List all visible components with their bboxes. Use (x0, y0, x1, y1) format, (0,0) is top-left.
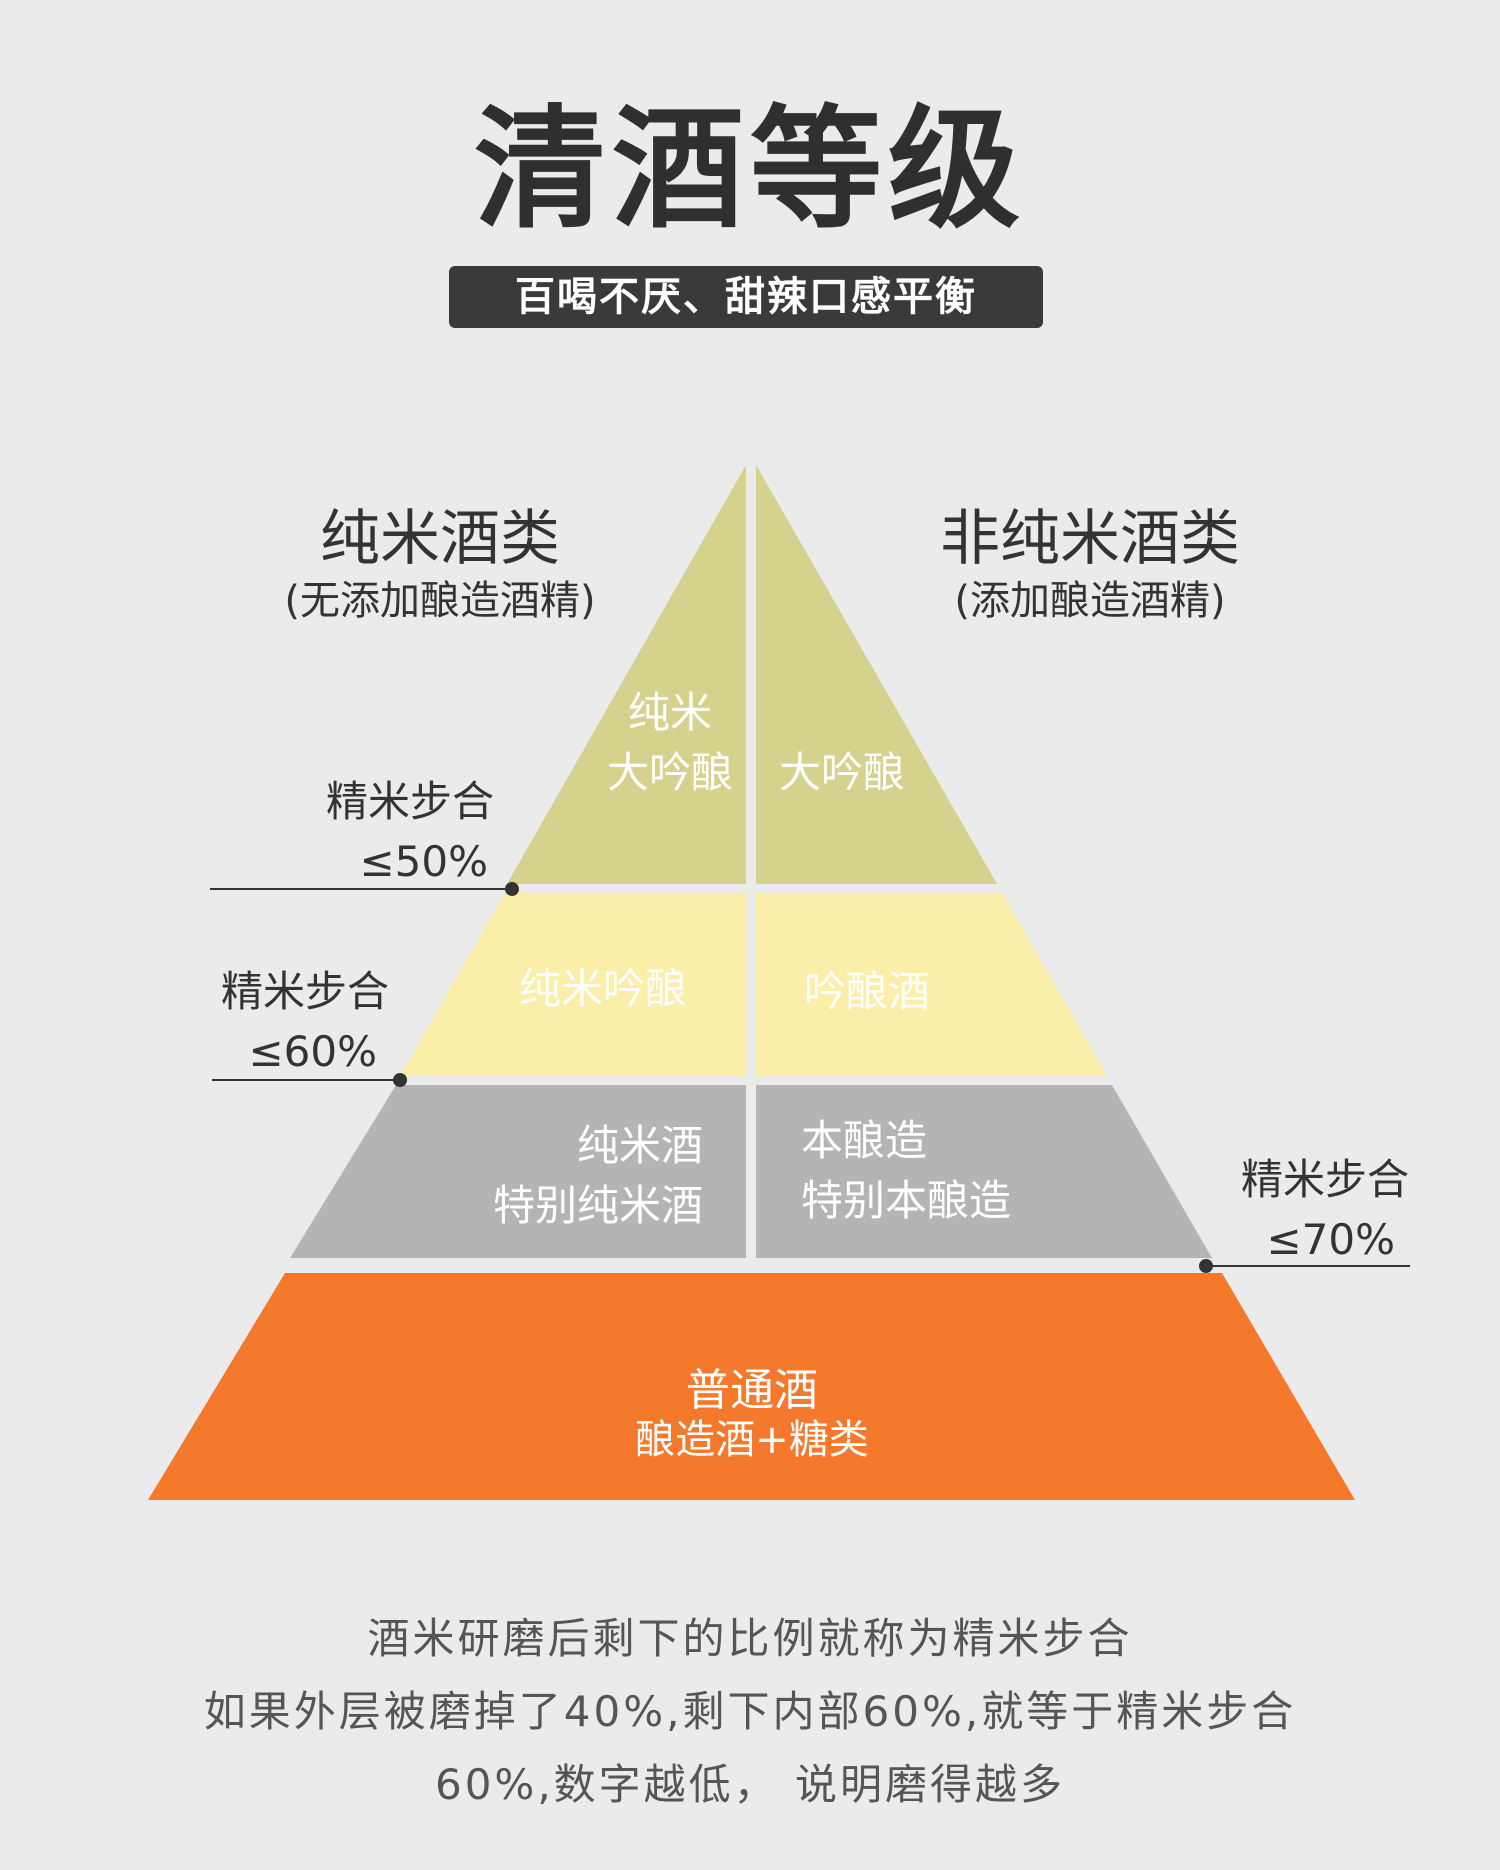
threshold-dot-50 (505, 882, 519, 896)
tier-base (148, 1273, 1355, 1500)
tier-second-left (400, 893, 746, 1076)
non-junmai-category-name: 非纯米酒类 (940, 504, 1240, 574)
threshold-60: 精米步合 ≤60% (205, 962, 405, 1082)
page-title: 清酒等级 (474, 92, 1026, 247)
tier-second-right (756, 893, 1107, 1076)
tier-base-line1: 普通酒 (686, 1365, 818, 1416)
tier-second-left-label: 纯米吟酿 (519, 964, 687, 1013)
junmai-category: 纯米酒类 (无添加酿造酒精) (230, 503, 650, 627)
junmai-category-name: 纯米酒类 (320, 504, 560, 574)
threshold-50-value: ≤50% (359, 837, 488, 886)
tier-third-left (290, 1085, 746, 1258)
subtitle-badge: 百喝不厌、甜辣口感平衡 (449, 266, 1043, 328)
tier-top-right-label: 大吟酿 (779, 748, 905, 797)
tier-top-left (507, 465, 746, 884)
tier-third-right (756, 1085, 1212, 1258)
non-junmai-category: 非纯米酒类 (添加酿造酒精) (880, 503, 1300, 627)
tier-top-left-line1: 纯米 (628, 688, 712, 737)
tier-top-right (756, 465, 997, 884)
tier-third-right-line2: 特别本酿造 (801, 1176, 1011, 1225)
tier-base-line2: 酿造酒+糖类 (635, 1417, 869, 1463)
footer-line-2: 如果外层被磨掉了40%,剩下内部60%,就等于精米步合 (203, 1687, 1297, 1736)
threshold-50: 精米步合 ≤50% (310, 772, 510, 892)
threshold-dot-60 (393, 1073, 407, 1087)
threshold-70: 精米步合 ≤70% (1225, 1150, 1425, 1270)
tier-top-left-line2: 大吟酿 (607, 748, 733, 797)
threshold-dot-70 (1199, 1259, 1213, 1273)
tier-third-right-line1: 本酿造 (801, 1116, 927, 1165)
tier-third-left-line2: 特别纯米酒 (493, 1181, 703, 1230)
threshold-70-value: ≤70% (1266, 1215, 1395, 1264)
footer-line-1: 酒米研磨后剩下的比例就称为精米步合 (367, 1614, 1133, 1663)
non-junmai-category-note: (添加酿造酒精) (954, 578, 1226, 624)
footer-explanation: 酒米研磨后剩下的比例就称为精米步合 如果外层被磨掉了40%,剩下内部60%,就等… (0, 1602, 1500, 1821)
threshold-50-label: 精米步合 (325, 777, 494, 826)
junmai-category-note: (无添加酿造酒精) (284, 578, 596, 624)
footer-line-3: 60%,数字越低， 说明磨得越多 (434, 1760, 1066, 1809)
threshold-70-label: 精米步合 (1240, 1155, 1409, 1204)
tier-second-right-label: 吟酿酒 (804, 967, 930, 1016)
tier-third-left-line1: 纯米酒 (577, 1121, 703, 1170)
threshold-60-label: 精米步合 (220, 967, 389, 1016)
threshold-60-value: ≤60% (248, 1027, 377, 1076)
